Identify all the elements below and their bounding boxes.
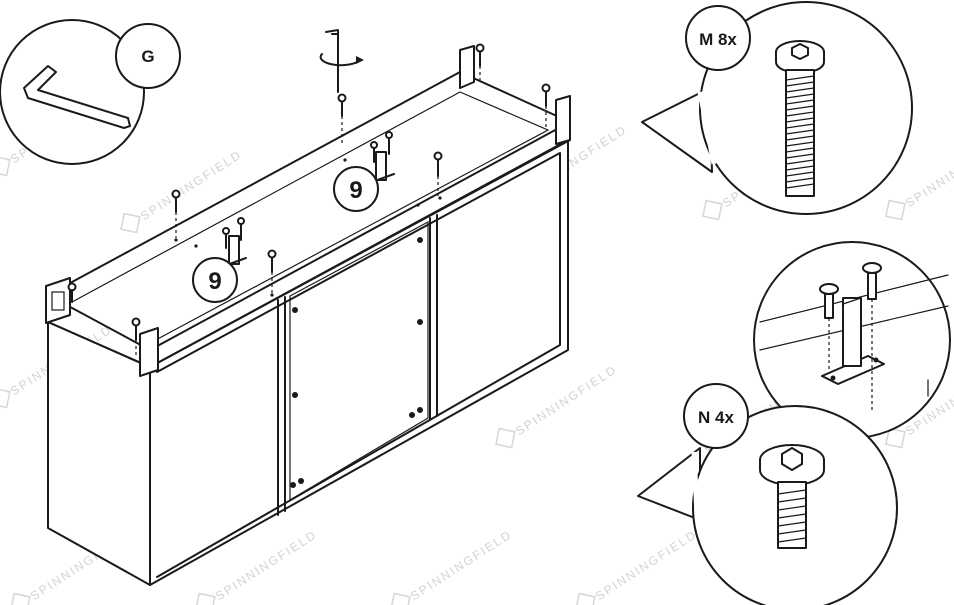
svg-text:9: 9 bbox=[208, 268, 221, 295]
cabinet bbox=[45, 29, 571, 586]
svg-text:G: G bbox=[141, 47, 154, 66]
rotation-arrow-icon bbox=[319, 53, 361, 67]
svg-text:SPINNINGFIELD: SPINNINGFIELD bbox=[903, 134, 954, 210]
step-number-badge: 9 bbox=[192, 257, 238, 303]
bracket-icon bbox=[821, 297, 885, 385]
frame-post bbox=[139, 327, 159, 377]
hex-key-icon bbox=[23, 65, 131, 129]
frame-post bbox=[555, 95, 571, 145]
top-holes bbox=[174, 158, 442, 297]
callout-circle bbox=[0, 19, 145, 165]
long-bolt-callout: M 8x bbox=[641, 1, 913, 215]
long-bolt-icon bbox=[775, 40, 825, 197]
label-badge bbox=[115, 23, 181, 89]
step-number-badge: 9 bbox=[333, 166, 379, 212]
label-badge bbox=[685, 5, 751, 71]
callout-pointer bbox=[637, 447, 701, 521]
svg-text:9: 9 bbox=[349, 177, 362, 204]
bracket-detail-callout bbox=[753, 241, 951, 439]
short-bolt-icon bbox=[759, 444, 825, 549]
short-bolt-icon bbox=[819, 283, 839, 370]
svg-text:SPINNINGFIELD: SPINNINGFIELD bbox=[408, 527, 515, 603]
svg-text:M 8x: M 8x bbox=[699, 30, 737, 49]
hinge-holes bbox=[290, 237, 423, 488]
cabinet-side-panel bbox=[47, 321, 151, 586]
label-badge bbox=[683, 383, 749, 449]
hex-key-icon bbox=[325, 29, 339, 93]
hex-key-top bbox=[319, 29, 364, 93]
screw bbox=[267, 249, 277, 293]
screw bbox=[171, 189, 181, 238]
frame-post bbox=[45, 277, 71, 324]
short-bolt-icon bbox=[862, 262, 882, 412]
screw bbox=[475, 43, 485, 80]
screw bbox=[131, 317, 141, 358]
bracket-group-left bbox=[222, 217, 247, 267]
svg-text:SPINNINGFIELD: SPINNINGFIELD bbox=[513, 362, 620, 438]
watermark: SPINNINGFIELD bbox=[575, 527, 700, 605]
top-inner-frame bbox=[71, 91, 550, 343]
top-screws bbox=[67, 43, 551, 358]
tool-callout: G bbox=[0, 19, 181, 165]
top-board-edge bbox=[149, 139, 571, 368]
screw bbox=[433, 151, 443, 196]
front-frame-line bbox=[156, 152, 561, 578]
frame-post bbox=[459, 45, 475, 89]
cabinet-door bbox=[289, 220, 429, 502]
bracket-group-right bbox=[370, 131, 395, 183]
screw bbox=[337, 93, 347, 145]
svg-text:SPINNINGFIELD: SPINNINGFIELD bbox=[593, 527, 700, 603]
watermark: SPINNINGFIELD bbox=[390, 527, 515, 605]
screw bbox=[541, 83, 551, 128]
screw bbox=[67, 282, 77, 303]
bracket-icon bbox=[375, 151, 387, 181]
bracket-icon bbox=[228, 235, 240, 265]
short-bolt-callout: N 4x bbox=[637, 383, 898, 605]
svg-text:N 4x: N 4x bbox=[698, 408, 734, 427]
